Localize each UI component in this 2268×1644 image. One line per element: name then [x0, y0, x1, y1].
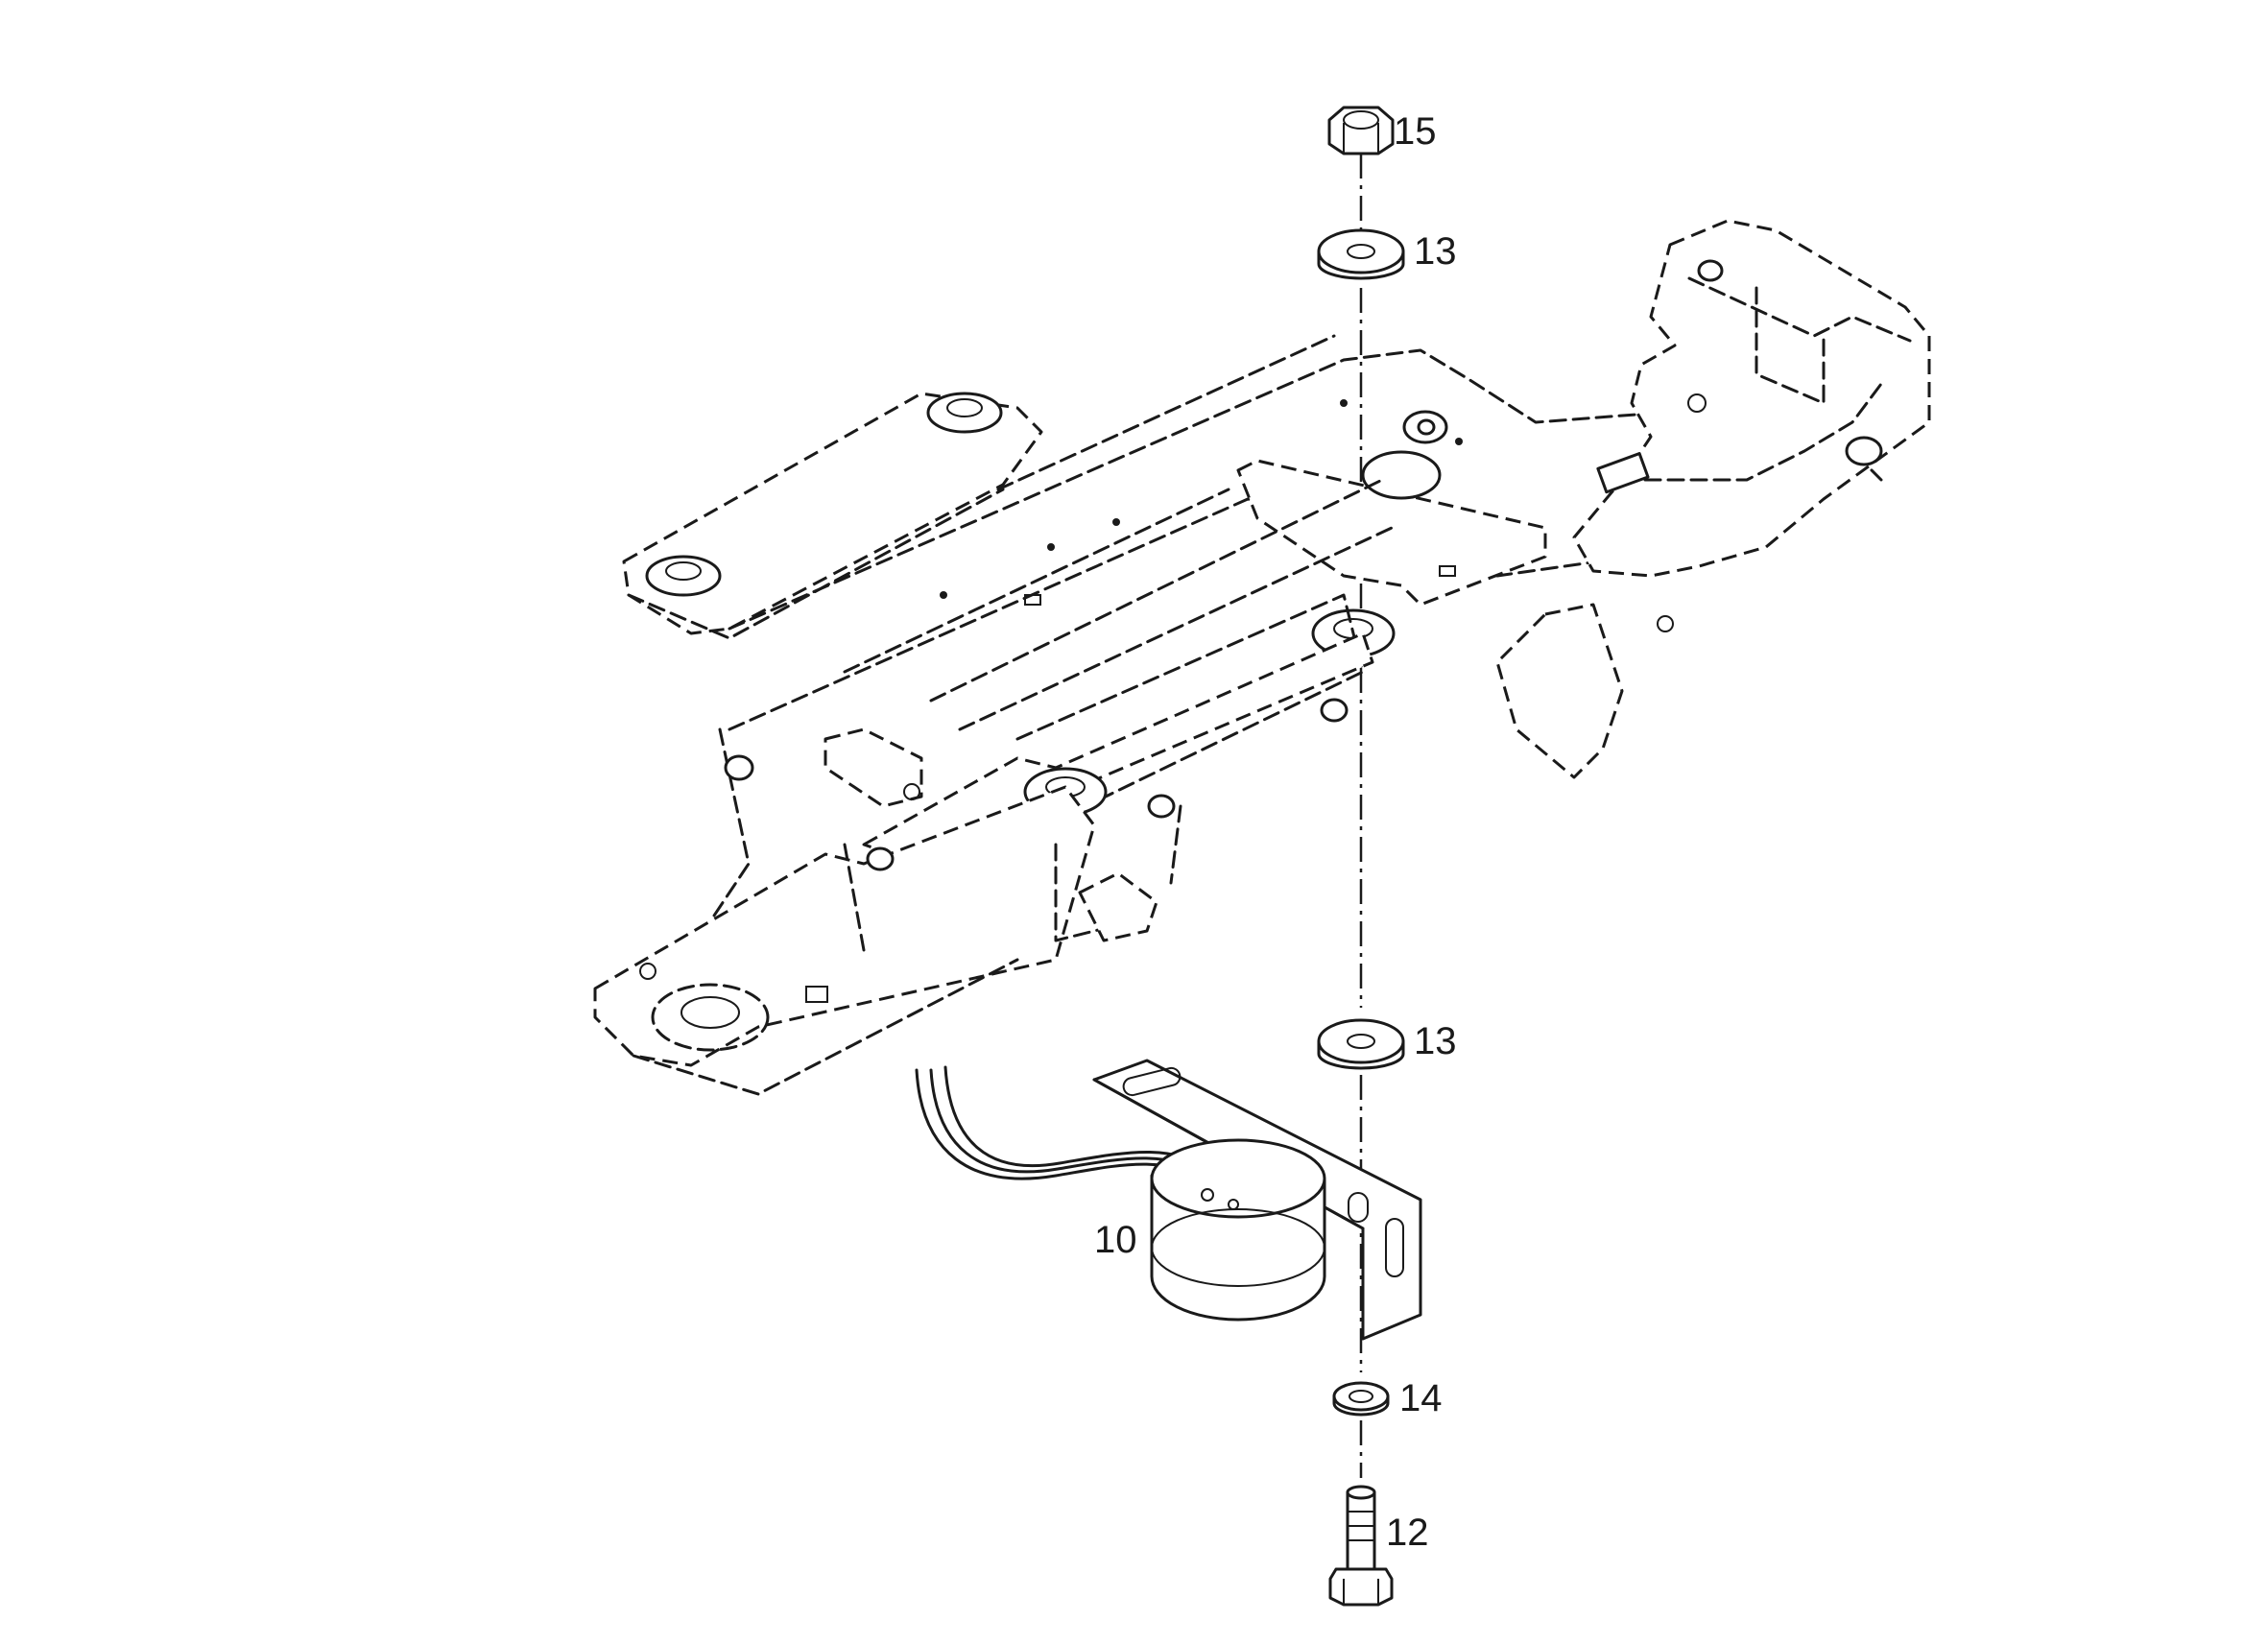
frame-front-section	[1572, 219, 1931, 578]
flat-washer-upper	[1317, 228, 1405, 280]
frame-front-arm	[1495, 603, 1624, 779]
hex-nut	[1327, 106, 1395, 155]
chassis-frame	[593, 219, 1931, 1096]
callout-15: 15	[1394, 110, 1437, 153]
frame-rear-section	[593, 785, 1096, 1067]
frame-rail-top	[728, 348, 1883, 631]
solenoid-with-bracket	[915, 1059, 1422, 1341]
callout-12: 12	[1386, 1512, 1429, 1554]
callout-14: 14	[1399, 1377, 1443, 1419]
frame-mount-boss	[926, 392, 1003, 434]
hex-bolt	[1328, 1485, 1394, 1607]
frame-turntable	[651, 983, 770, 1052]
callout-10: 10	[1094, 1219, 1137, 1261]
lock-washer	[1332, 1381, 1390, 1417]
callout-13-upper: 13	[1414, 230, 1457, 273]
frame-mount-boss	[645, 555, 722, 597]
callout-13-lower: 13	[1414, 1020, 1457, 1062]
flat-washer-lower	[1317, 1018, 1405, 1070]
